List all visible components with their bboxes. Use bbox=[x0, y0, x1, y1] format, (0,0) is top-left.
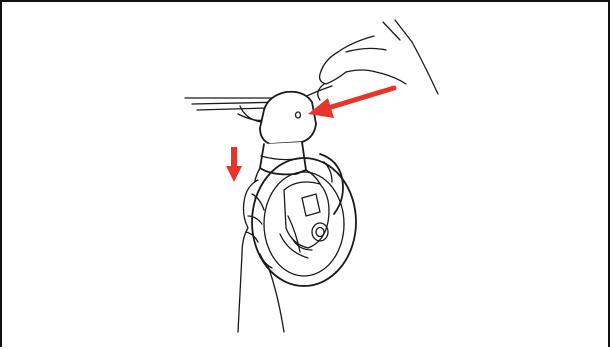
upper-hand bbox=[317, 19, 439, 101]
push-arrow-icon bbox=[308, 85, 397, 118]
lower-hand bbox=[237, 179, 285, 333]
front-wheel bbox=[251, 153, 357, 287]
down-arrow-icon bbox=[226, 147, 242, 182]
release-button bbox=[294, 111, 302, 119]
